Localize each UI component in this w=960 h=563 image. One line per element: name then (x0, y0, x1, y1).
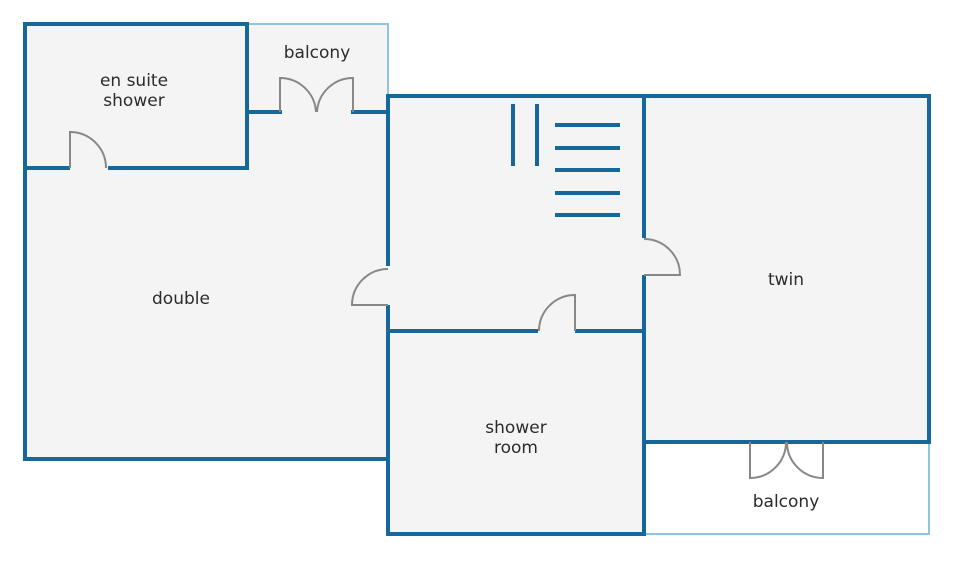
balcony-top-label: balcony (284, 43, 351, 63)
door-gaps (70, 166, 647, 334)
balcony-top-door-right (316, 76, 354, 113)
double-hall-door (350, 268, 389, 306)
balcony-bottom-door-right (786, 441, 824, 480)
twin-label: twin (768, 270, 804, 290)
hall-floor (388, 96, 644, 534)
twin-door (643, 238, 682, 276)
stairs (511, 104, 620, 217)
shower-room-door (538, 293, 576, 332)
en-suite-label-line2: shower (103, 91, 164, 111)
balcony-bottom-outline (644, 442, 930, 535)
en-suite-label-line1: en suite (100, 71, 168, 91)
balcony-top-outline (247, 23, 389, 112)
balcony-top-door-left (279, 76, 317, 113)
gap-double-hall-door (386, 266, 391, 305)
en-suite-door (69, 130, 107, 169)
gap-shower-door (538, 329, 575, 334)
twin-room-floor (644, 96, 929, 442)
double-room-floor (25, 24, 388, 459)
balcony-bottom-door-left (749, 441, 787, 480)
balcony-bottom-label: balcony (753, 492, 820, 512)
shower-room-label-line2: room (494, 438, 538, 458)
wall-shower-room (386, 440, 646, 536)
doors (69, 76, 824, 480)
shower-room-label-line1: shower (485, 418, 546, 438)
double-label: double (152, 289, 210, 309)
gap-en-suite-door (70, 166, 108, 171)
balconies (247, 23, 930, 535)
gap-twin-door (642, 238, 647, 275)
